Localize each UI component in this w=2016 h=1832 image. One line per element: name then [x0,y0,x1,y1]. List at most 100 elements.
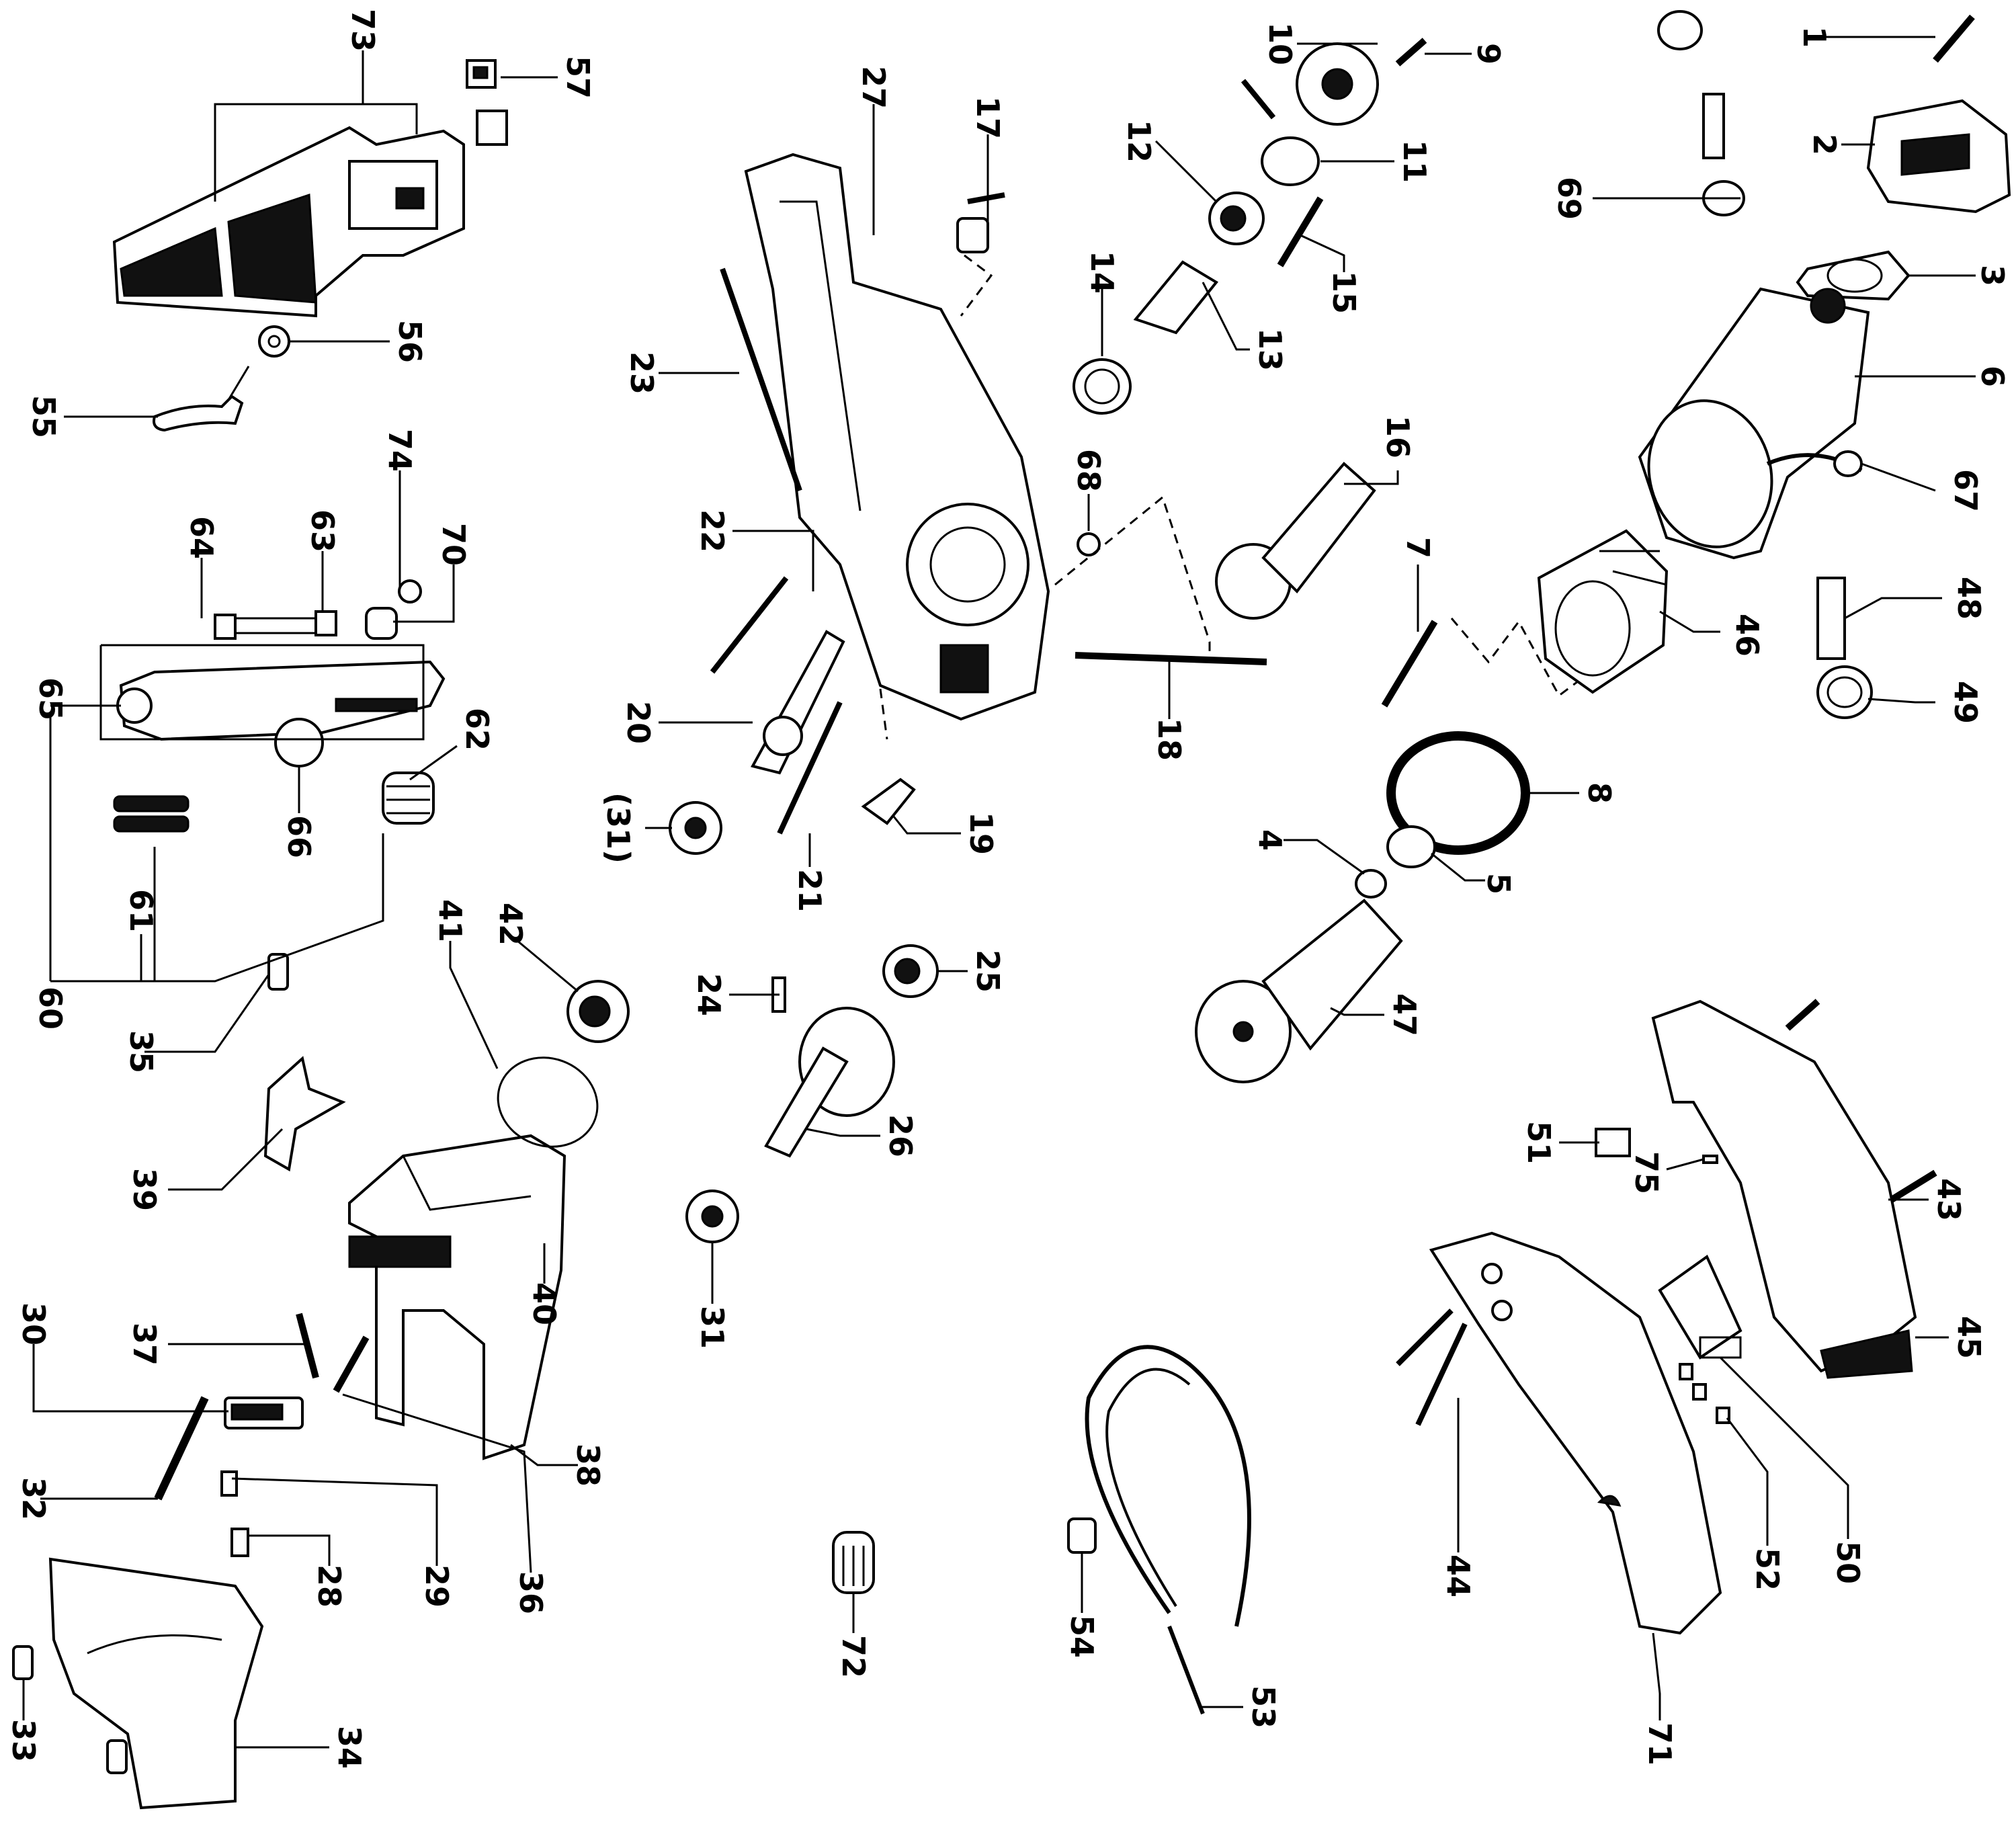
part-21-screw [777,701,843,835]
part-23-blade [720,267,802,492]
label-29: 29 [419,1565,455,1608]
part-35-screw [267,953,289,991]
label-34: 34 [331,1726,368,1769]
label-56: 56 [392,320,428,363]
label-61: 61 [123,889,159,932]
part-3-gasket [1796,250,1910,301]
label-31b: (31) [600,792,636,864]
label-49: 49 [1947,681,1984,724]
part-45-handle-half [1651,999,1917,1379]
label-68: 68 [1070,449,1107,492]
part-18-rod [1075,652,1267,665]
part-65-arm [116,660,446,741]
label-8: 8 [1581,782,1618,804]
part-12-bearing [1208,192,1265,245]
part-31b-nut [669,801,722,855]
part-38-guard [348,1134,566,1460]
label-53: 53 [1245,1685,1282,1729]
part-30-plate [224,1397,304,1429]
part-57-clip [466,59,508,146]
label-72: 72 [835,1635,872,1678]
label-2: 2 [1806,134,1843,155]
label-62: 62 [459,708,495,751]
part-20-spindle [750,630,845,775]
label-25: 25 [970,950,1006,993]
leader-lines [22,36,1976,1749]
part-63-nut [314,610,337,636]
label-69: 69 [1551,177,1587,220]
part-5-bearing [1386,825,1436,868]
label-36: 36 [513,1571,549,1614]
label-1: 1 [1796,26,1833,48]
label-33: 33 [5,1719,42,1762]
part-36-screw [333,1335,370,1393]
part-15-screw [1277,196,1324,267]
label-6: 6 [1974,366,2011,387]
part-17-clamp [956,192,1005,253]
label-64: 64 [183,516,220,559]
part-9-screw [1395,38,1427,67]
part-31-nut [685,1190,739,1243]
label-10: 10 [1262,22,1298,65]
label-46: 46 [1729,614,1765,657]
part-27-main-housing [744,153,1050,721]
label-18: 18 [1151,718,1187,761]
part-28-screw [230,1528,249,1557]
part-75-screw [1702,1155,1718,1164]
label-45: 45 [1951,1316,1987,1359]
label-31: 31 [694,1306,730,1349]
label-75: 75 [1628,1151,1665,1194]
label-73: 73 [345,9,381,52]
part-50-switch [1658,1254,1742,1360]
label-35: 35 [123,1030,159,1073]
label-30: 30 [15,1302,52,1345]
label-7: 7 [1400,537,1436,558]
label-12: 12 [1121,120,1157,163]
label-57: 57 [560,56,596,99]
label-39: 39 [126,1168,163,1211]
part-67-grommet [1833,450,1863,477]
label-23: 23 [624,351,660,394]
label-11: 11 [1396,140,1433,183]
part-39-bracket [263,1056,346,1172]
label-67: 67 [1947,469,1984,512]
label-65: 65 [32,677,69,720]
part-46-stator [1537,529,1669,694]
label-32: 32 [15,1477,52,1520]
label-17: 17 [970,96,1006,139]
part-44-screws [1396,1308,1468,1426]
label-60: 60 [32,987,69,1030]
label-51: 51 [1521,1121,1557,1164]
part-37-pin [296,1313,319,1379]
part-29-screw [220,1470,238,1497]
part-labels: 1 2 3 6 67 48 49 69 46 7 8 4 5 47 16 18 … [5,9,2011,1769]
part-4-bearing [1355,869,1387,899]
part-25-bearing [882,944,939,998]
part-41-o-ring [497,1056,599,1148]
part-66-knob [274,718,324,767]
part-10-flange [1296,42,1379,126]
label-24: 24 [691,973,727,1016]
label-4: 4 [1252,829,1288,851]
part-68-washer [1077,532,1101,556]
part-72-sleeve [832,1531,875,1594]
label-43: 43 [1931,1178,1967,1221]
label-22: 22 [694,509,730,552]
part-74-screw [398,579,422,603]
part-2-end-cap [1866,99,2011,214]
part-43-screw [1785,999,1937,1203]
part-brush-cap [1657,10,1703,50]
part-49-brush-holder [1816,665,1873,719]
label-50: 50 [1830,1541,1866,1584]
label-26: 26 [882,1114,919,1157]
part-11-ring [1261,136,1320,186]
part-73-base-plate [112,126,465,318]
label-42: 42 [493,903,529,946]
label-71: 71 [1642,1722,1678,1765]
part-62-spring [382,772,435,825]
label-38: 38 [570,1444,606,1487]
label-55: 55 [26,395,62,438]
part-26-gear-shaft [764,1007,895,1158]
part-1-screw [1933,14,1975,63]
